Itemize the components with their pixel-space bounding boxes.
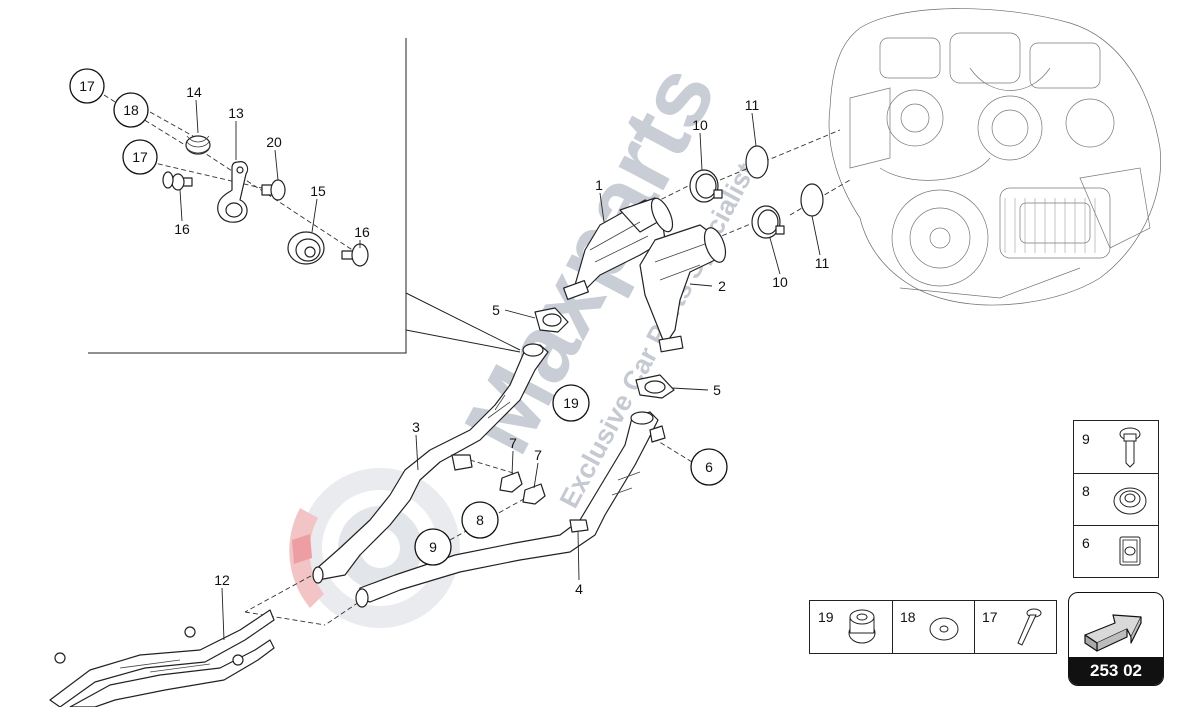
legend-cell-8: 8 [1074, 473, 1158, 526]
callout-11-top: 11 [745, 97, 760, 113]
svg-text:8: 8 [476, 512, 484, 528]
legend-num-6: 6 [1082, 535, 1090, 551]
part-washer-17-left [162, 171, 174, 189]
part-clamp-10-bottom [751, 205, 785, 239]
callout-10-bottom: 10 [772, 274, 788, 290]
part-mount-7-left [499, 471, 523, 493]
page-reference-label: 253 02 [1069, 657, 1163, 685]
callout-5-bottom: 5 [713, 382, 721, 398]
legend-num-17: 17 [982, 609, 998, 625]
callout-16-left: 16 [174, 221, 190, 237]
legend-cell-19: 19 [810, 601, 893, 653]
flange-nut-icon [848, 609, 876, 644]
svg-text:17: 17 [79, 78, 95, 94]
part-bolt-16-left [171, 173, 193, 191]
callout-19: 19 [552, 384, 590, 422]
callout-13: 13 [228, 105, 244, 121]
legend-cell-17: 17 [974, 601, 1056, 653]
svg-text:18: 18 [123, 102, 139, 118]
clip-nut-icon [1119, 536, 1141, 566]
svg-text:6: 6 [705, 459, 713, 475]
part-front-pipe-3 [312, 343, 549, 584]
legend-num-8: 8 [1082, 483, 1090, 499]
part-spring-14 [185, 135, 211, 155]
svg-text:17: 17 [132, 149, 148, 165]
legend-cell-9: 9 [1074, 421, 1158, 474]
bolt-icon [1119, 427, 1141, 468]
callout-12: 12 [214, 572, 230, 588]
callout-18: 18 [113, 92, 149, 128]
legend-num-9: 9 [1082, 431, 1090, 447]
part-gasket-5-bottom [635, 374, 675, 399]
callout-15: 15 [310, 183, 326, 199]
callout-20: 20 [266, 134, 282, 150]
callout-2: 2 [718, 278, 726, 294]
callout-17-mid: 17 [122, 139, 158, 175]
part-clamp-10-top [689, 169, 723, 203]
part-grommet-15 [287, 231, 325, 265]
part-bolt-16-right [341, 243, 369, 267]
svg-text:9: 9 [429, 539, 437, 555]
callout-1: 1 [595, 177, 603, 193]
callout-17-top: 17 [69, 68, 105, 104]
legend-right-column: 9 8 6 [1073, 420, 1159, 578]
legend-bottom-row: 19 18 17 [809, 600, 1057, 654]
legend-cell-18: 18 [892, 601, 975, 653]
part-catalytic-converter-2 [639, 224, 727, 353]
legend-num-19: 19 [818, 609, 834, 625]
part-ring-11-bottom [800, 183, 824, 217]
inset-frame [88, 38, 521, 354]
pin-icon [1017, 608, 1042, 646]
part-rear-pipe-12 [49, 609, 275, 707]
callout-7-left: 7 [509, 435, 517, 451]
washer-icon [929, 617, 959, 641]
callout-3: 3 [412, 419, 420, 435]
callout-5-top: 5 [492, 302, 500, 318]
nut-icon [1113, 487, 1147, 515]
engine-assembly [828, 8, 1161, 306]
part-mount-7-right [522, 483, 546, 505]
callout-6: 6 [690, 448, 728, 486]
callout-16-right: 16 [354, 224, 370, 240]
callout-11-bottom: 11 [815, 255, 830, 271]
part-front-pipe-4 [355, 411, 666, 608]
callout-10-top: 10 [692, 117, 708, 133]
part-bolt-20 [261, 179, 286, 201]
legend-cell-6: 6 [1074, 525, 1158, 577]
label-leaders [179, 99, 821, 641]
legend-num-18: 18 [900, 609, 916, 625]
callout-14: 14 [186, 84, 202, 100]
part-gasket-5-top [534, 307, 569, 333]
callout-7-right: 7 [534, 447, 542, 463]
part-ring-11-top [745, 145, 769, 179]
page-reference-box[interactable]: 253 02 [1068, 592, 1164, 686]
callout-8: 8 [461, 501, 499, 539]
callout-4: 4 [575, 581, 583, 597]
part-catalytic-converter-1 [563, 197, 674, 301]
part-bracket-13 [217, 161, 249, 223]
callout-plain-labels: 14 13 20 15 16 16 1 2 3 4 5 5 7 7 10 10 … [174, 84, 829, 597]
arrow-icon [1084, 614, 1142, 652]
svg-text:19: 19 [563, 395, 579, 411]
callout-9: 9 [414, 528, 452, 566]
